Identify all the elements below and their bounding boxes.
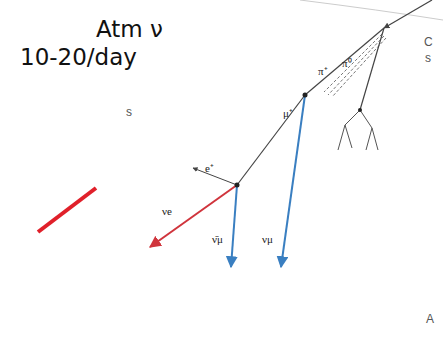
decay-vertex xyxy=(235,183,240,188)
particle-label: e⁺ xyxy=(205,163,214,174)
pi0-track xyxy=(360,28,384,110)
muon-neutrino-arrow xyxy=(281,95,305,267)
earth-surface xyxy=(300,0,443,20)
particle-label: ν̄μ xyxy=(212,234,223,245)
antimuon-neutrino-arrow xyxy=(231,185,237,267)
rate-note: 10-20/day xyxy=(20,46,137,69)
cropped-text: s xyxy=(425,52,431,64)
cropped-text: s xyxy=(126,106,132,118)
cropped-text: C xyxy=(424,36,433,48)
red-pointer xyxy=(38,188,96,232)
particle-label: νe xyxy=(162,206,172,217)
heading: Atm ν xyxy=(96,18,163,41)
pion-track xyxy=(305,28,384,95)
hadron-tracks xyxy=(324,34,386,97)
cropped-text: A xyxy=(426,313,434,325)
gamma-branches xyxy=(338,110,378,150)
particle-label: π⁺ xyxy=(318,66,328,77)
decay-vertex xyxy=(303,93,308,98)
particle-label: π⁰ xyxy=(342,58,352,69)
particle-label: νμ xyxy=(262,234,273,245)
electron-neutrino-arrow xyxy=(150,185,237,247)
primary-track xyxy=(384,0,432,28)
positron-track xyxy=(193,168,237,185)
particle-label: μ⁺ xyxy=(283,108,293,119)
decay-vertex xyxy=(358,108,362,112)
